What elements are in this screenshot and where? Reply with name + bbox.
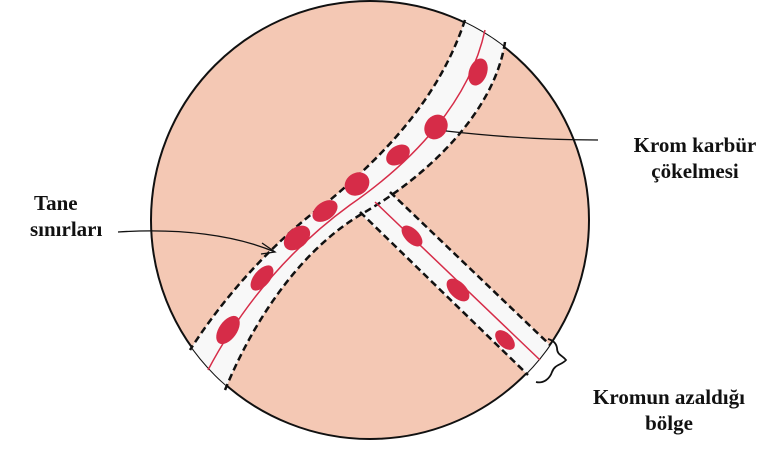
chromium-carbide-label-line1: Krom karbür (606, 132, 784, 158)
depleted-zone-label-line1: Kromun azaldığı (564, 384, 774, 410)
chromium-carbide-label: Krom karbür çökelmesi (606, 132, 784, 184)
depleted-zone-label-line2: bölge (564, 410, 774, 436)
chromium-carbide-label-line2: çökelmesi (606, 158, 784, 184)
grain-boundary-label-line1: Tane (30, 190, 102, 216)
depleted-zone-label: Kromun azaldığı bölge (564, 384, 774, 436)
grain-boundary-label-line2: sınırları (30, 216, 102, 242)
grain-boundary-label: Tane sınırları (30, 190, 102, 242)
